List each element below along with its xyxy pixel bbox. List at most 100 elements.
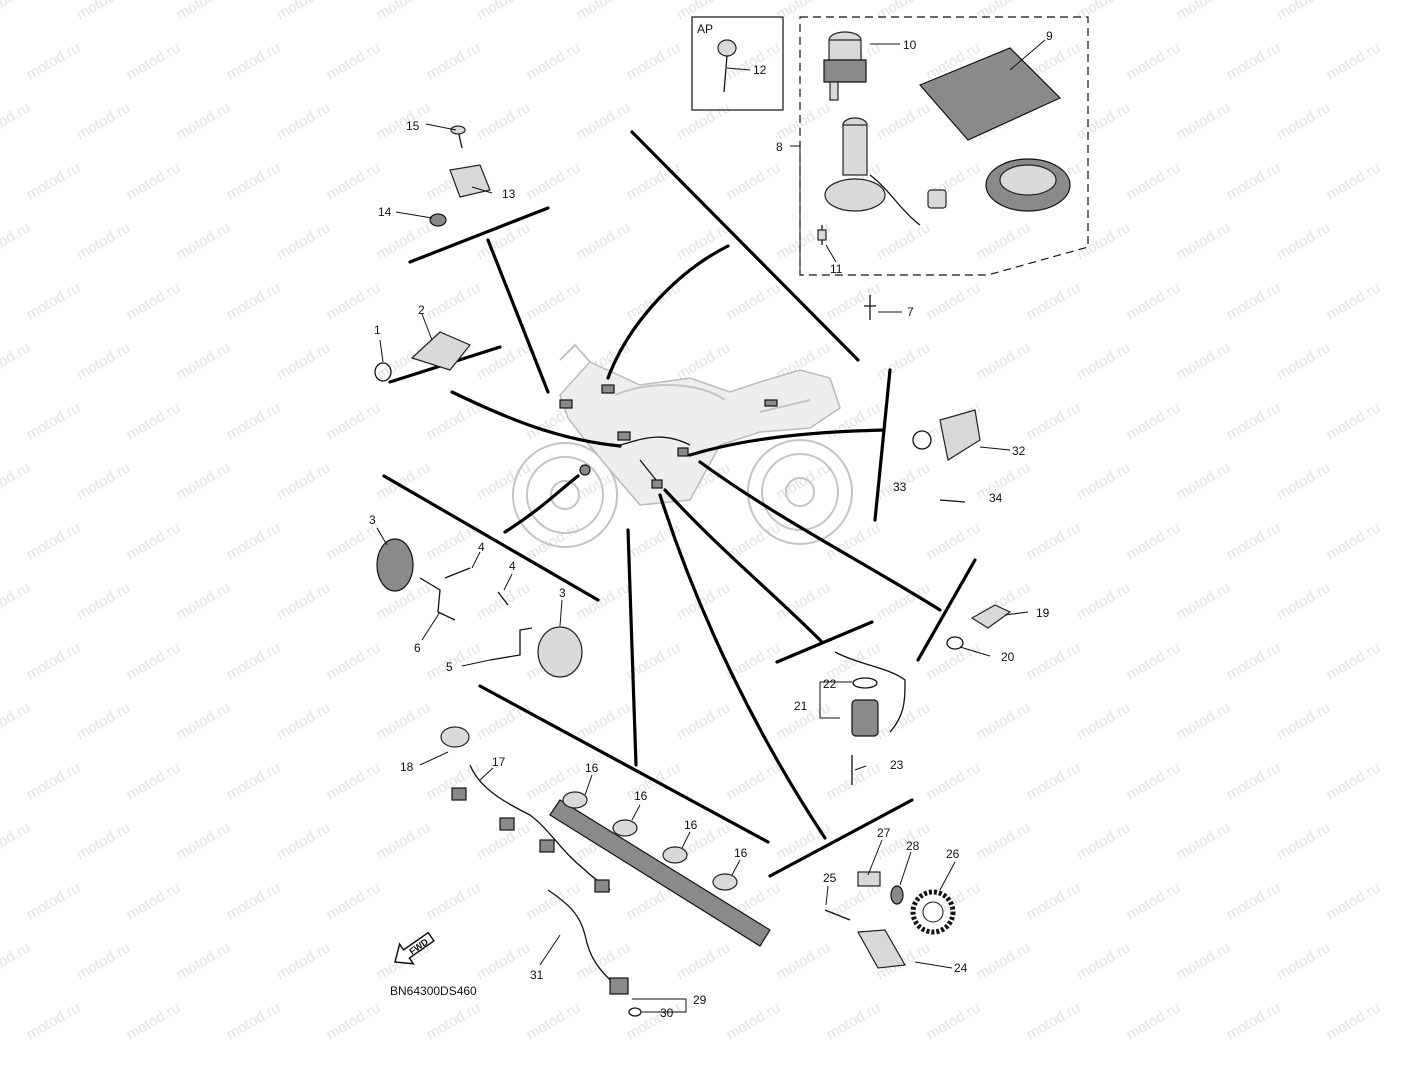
watermark-text: motod.ru [0,339,33,383]
ignition-coils-icon [549,791,771,947]
watermark-text: motod.ru [1174,699,1234,743]
watermark-text: motod.ru [1074,819,1134,863]
watermark-text: motod.ru [0,819,33,863]
watermark-text: motod.ru [74,339,134,383]
watermark-text: motod.ru [174,579,234,623]
watermark-text: motod.ru [1224,399,1284,443]
watermark-text: motod.ru [324,999,384,1043]
watermark-text: motod.ru [974,339,1034,383]
watermark-text: motod.ru [1074,579,1134,623]
main-switch-cylinder-icon [823,31,867,101]
watermark-text: motod.ru [74,819,134,863]
inset-label: AP [697,22,713,36]
watermark-text: motod.ru [374,99,434,143]
watermark-text: motod.ru [574,699,634,743]
callout-4b: 4 [509,559,516,573]
bracket-6-icon [419,577,456,621]
callout-19: 19 [1036,606,1050,620]
watermark-text: motod.ru [0,579,33,623]
watermark-text: motod.ru [674,939,734,983]
watermark-text: motod.ru [1024,759,1084,803]
watermark-text: motod.ru [0,0,33,23]
watermark-text: motod.ru [224,759,284,803]
watermark-text: motod.ru [324,39,384,83]
watermark-text: motod.ru [1224,879,1284,923]
main-switch-icon [824,117,921,226]
watermark-text: motod.ru [574,99,634,143]
watermark-text: motod.ru [924,639,984,683]
watermark-text: motod.ru [874,0,934,23]
watermark-text: motod.ru [0,699,33,743]
watermark-text: motod.ru [274,219,334,263]
callout-30: 30 [660,1006,674,1020]
watermark-text: motod.ru [1074,459,1134,503]
watermark-text: motod.ru [174,699,234,743]
watermark-text: motod.ru [624,279,684,323]
watermark-text: motod.ru [974,0,1034,23]
watermark-text: motod.ru [724,279,784,323]
callout-24: 24 [954,961,968,975]
watermark-text: motod.ru [524,159,584,203]
cover-3b-icon [537,626,583,678]
watermark-text: motod.ru [524,879,584,923]
watermark-text: motod.ru [874,99,934,143]
watermark-text: motod.ru [1224,159,1284,203]
grommet-18-icon [440,726,470,748]
callout-3a: 3 [369,513,376,527]
watermark-text: motod.ru [1174,339,1234,383]
watermark-text: motod.ru [24,879,84,923]
callout-27: 27 [877,826,891,840]
callout-16a: 16 [585,761,599,775]
watermark-text: motod.ru [324,159,384,203]
watermark-text: motod.ru [724,999,784,1043]
watermark-text: motod.ru [724,159,784,203]
watermark-text: motod.ru [1274,699,1334,743]
watermark-text: motod.ru [1124,279,1184,323]
watermark-text: motod.ru [1324,399,1384,443]
watermark-text: motod.ru [74,579,134,623]
callout-22: 22 [823,677,837,691]
watermark-text: motod.ru [974,819,1034,863]
watermark-text: motod.ru [124,399,184,443]
watermark-text: motod.ru [1074,939,1134,983]
watermark-text: motod.ru [1174,939,1234,983]
watermark-text: motod.ru [274,939,334,983]
watermark-text: motod.ru [474,339,534,383]
sensor-24-icon [857,929,906,969]
watermark-text: motod.ru [1224,519,1284,563]
bolt-25-icon [824,909,851,921]
watermark-text: motod.ru [1274,459,1334,503]
bracket-bands [382,130,977,878]
watermark-text: motod.ru [24,759,84,803]
callout-28: 28 [906,839,920,853]
watermark-text: motod.ru [0,99,33,143]
bolt-34-icon [939,499,966,503]
watermark-text: motod.ru [1124,519,1184,563]
nut-14-icon [429,213,447,227]
watermark-text: motod.ru [24,39,84,83]
watermark-text: motod.ru [274,459,334,503]
callout-25: 25 [823,871,837,885]
watermark-text: motod.ru [274,0,334,23]
watermark-text: motod.ru [124,999,184,1043]
callout-21: 21 [794,699,808,713]
watermark-text: motod.ru [1124,639,1184,683]
callout-16c: 16 [684,818,698,832]
watermark-text: motod.ru [624,39,684,83]
watermark-text: motod.ru [474,459,534,503]
watermark-text: motod.ru [1324,759,1384,803]
watermark-text: motod.ru [1074,99,1134,143]
watermark-text: motod.ru [424,399,484,443]
watermark-text: motod.ru [24,279,84,323]
watermark-text: motod.ru [1324,879,1384,923]
callout-7: 7 [907,305,914,319]
watermark-text: motod.ru [524,519,584,563]
callout-1: 1 [374,323,381,337]
key-icon [717,39,737,93]
watermark-text: motod.ru [574,0,634,23]
watermark-text: motod.ru [174,219,234,263]
callout-32: 32 [1012,444,1026,458]
sensor-21-icon [851,699,879,737]
watermark-text: motod.ru [1224,999,1284,1043]
